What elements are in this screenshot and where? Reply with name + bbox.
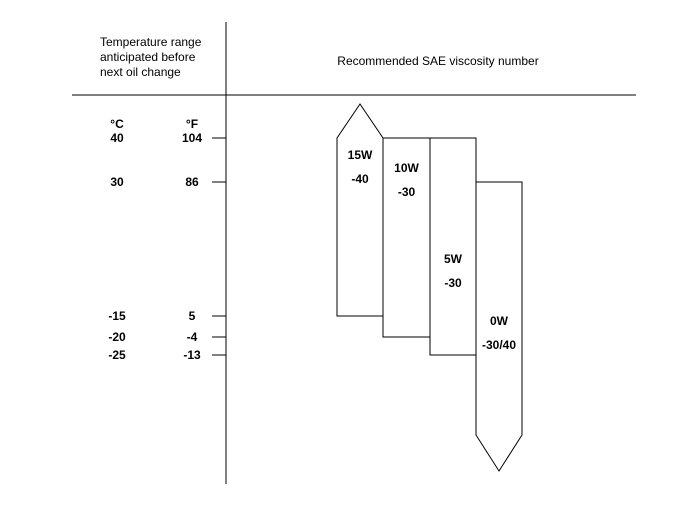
temp-range-header-line-1: Temperature range — [100, 35, 202, 49]
band-grade-label: 5W — [444, 252, 463, 266]
fahrenheit-tick-label: 86 — [185, 175, 199, 189]
band-grade-sublabel: -40 — [351, 172, 369, 186]
recommended-sae-header: Recommended SAE viscosity number — [337, 54, 538, 68]
band-grade-label: 15W — [348, 148, 373, 162]
band-grade-sublabel: -30 — [444, 276, 462, 290]
band-grade-label: 10W — [394, 161, 419, 175]
band-grade-label: 0W — [490, 314, 509, 328]
celsius-tick-label: -20 — [108, 330, 126, 344]
viscosity-band — [429, 137, 477, 356]
band-grade-sublabel: -30 — [398, 185, 416, 199]
viscosity-band — [336, 103, 384, 317]
celsius-tick-label: 30 — [110, 175, 124, 189]
fahrenheit-unit-label: °F — [186, 117, 198, 131]
fahrenheit-tick-label: 5 — [189, 309, 196, 323]
viscosity-band — [475, 181, 523, 472]
temp-range-header-line-3: next oil change — [100, 65, 181, 79]
celsius-tick-label: -15 — [108, 309, 126, 323]
fahrenheit-tick-label: 104 — [182, 131, 202, 145]
fahrenheit-tick-label: -4 — [187, 330, 198, 344]
celsius-tick-label: -25 — [108, 348, 126, 362]
temperature-ticks: 40 104 30 86 -15 5 -20 -4 -25 -13 — [108, 131, 226, 362]
celsius-unit-label: °C — [110, 117, 124, 131]
temp-range-header-line-2: anticipated before — [100, 50, 196, 64]
band-grade-sublabel: -30/40 — [482, 338, 516, 352]
fahrenheit-tick-label: -13 — [183, 348, 201, 362]
celsius-tick-label: 40 — [110, 131, 124, 145]
viscosity-bands: 15W -40 10W -30 5W -30 0W -30/40 — [336, 103, 523, 472]
